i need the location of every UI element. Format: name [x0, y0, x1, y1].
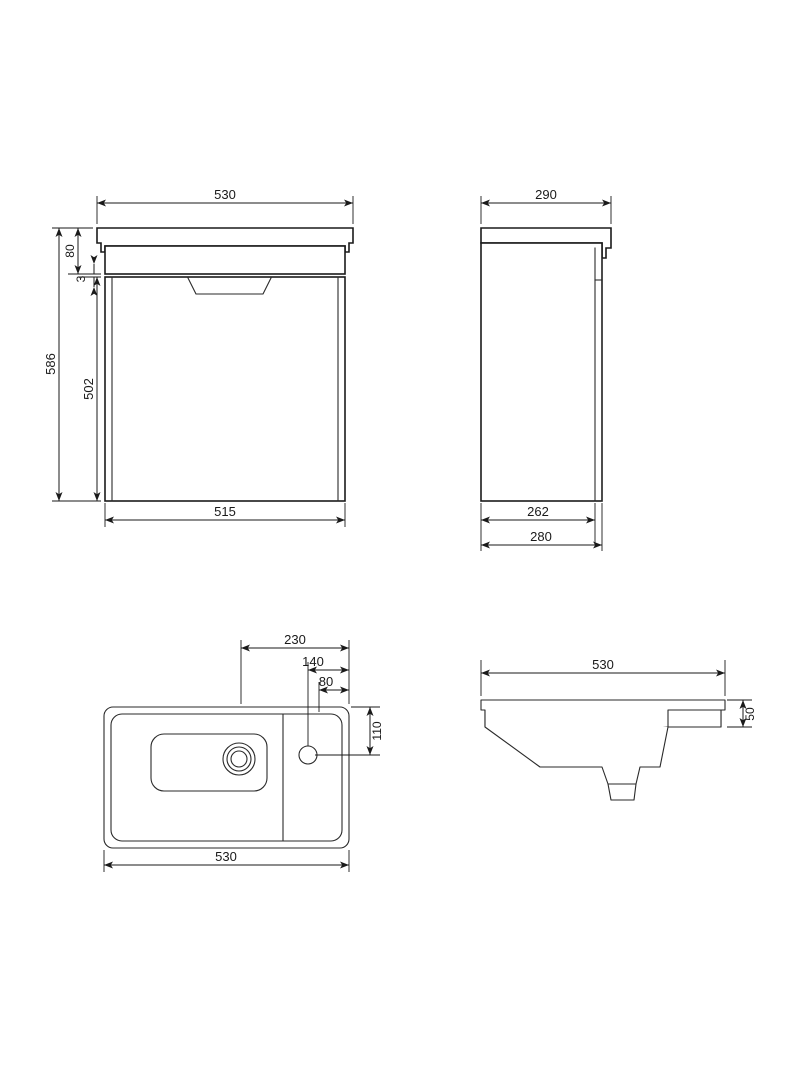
cabinet-body: [104, 276, 346, 502]
view-basin-section: 530 50: [480, 657, 757, 801]
drain-inner-ring: [230, 750, 248, 768]
dim-label-cabinet-width: 515: [214, 504, 236, 519]
basin-apron: [104, 245, 346, 275]
dim-label-total-height: 586: [43, 353, 58, 375]
dim-label-edge-to-taphole: 140: [302, 654, 324, 669]
dim-label-section-width: 530: [592, 657, 614, 672]
dim-label-cabinet-depth: 280: [530, 529, 552, 544]
dim-label-gap: 3: [74, 275, 88, 282]
view-front-elevation: 530 586 80 3 502 515: [43, 187, 354, 527]
view-side-elevation: 290 262 280: [480, 187, 612, 551]
dim-label-basin-depth: 290: [535, 187, 557, 202]
basin-bowl-section-profile: [484, 709, 722, 785]
dim-label-front-width: 530: [214, 187, 236, 202]
drawer-pull-notch: [187, 277, 272, 295]
dim-label-basin-height: 80: [63, 244, 77, 258]
dim-label-cabinet-inner-depth: 262: [527, 504, 549, 519]
dim-label-taphole-offset-y: 110: [370, 721, 384, 740]
drain-outlet-spout-section: [607, 783, 637, 801]
tap-hole-plan: [298, 745, 318, 765]
dim-label-edge-to-bowl: 230: [284, 632, 306, 647]
view-plan: 230 140 80 110 530: [103, 632, 384, 872]
dim-label-rim-thickness: 50: [743, 707, 757, 721]
dim-label-cabinet-height: 502: [81, 378, 96, 400]
cabinet-body-side: [480, 242, 603, 502]
dim-label-plan-width: 530: [215, 849, 237, 864]
dim-label-edge-to-taphole-near: 80: [319, 674, 333, 689]
